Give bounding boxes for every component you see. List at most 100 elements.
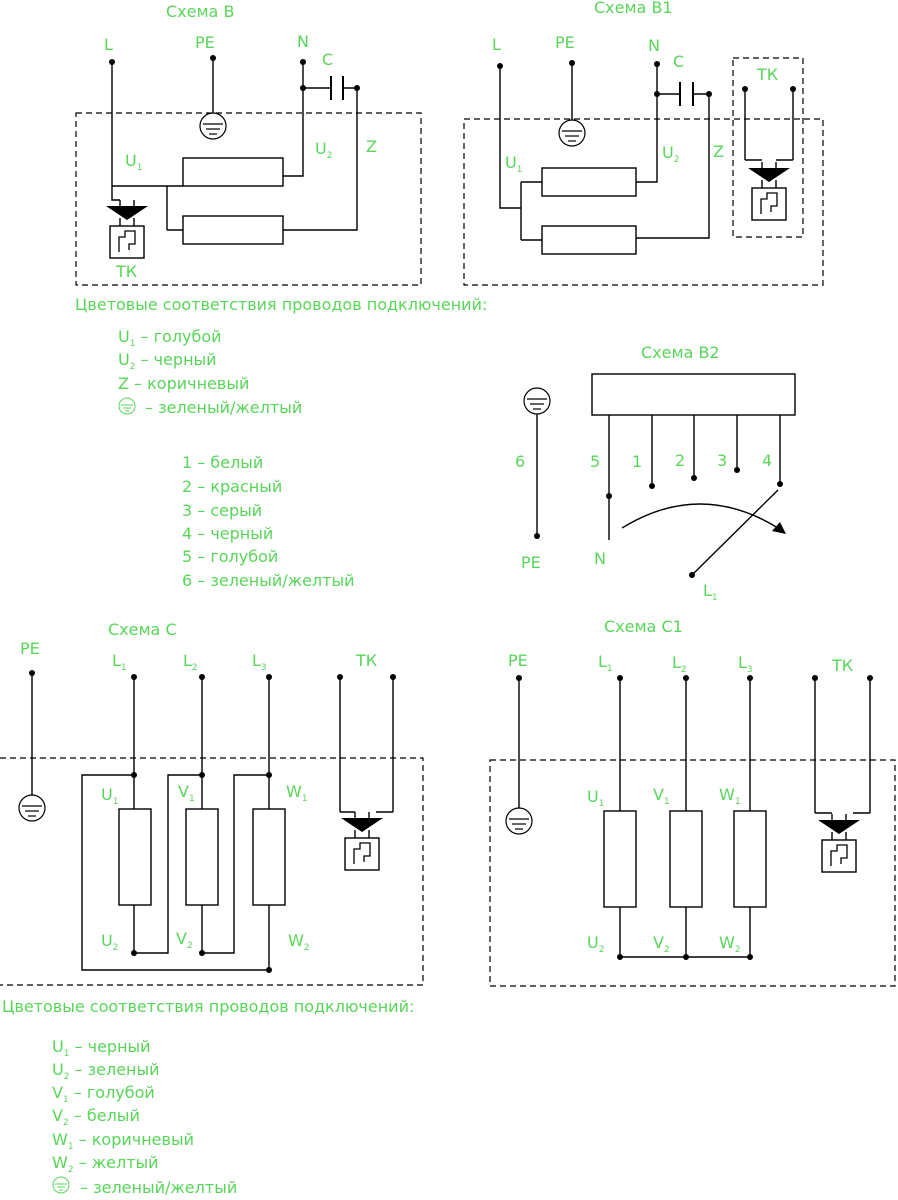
ground-icon	[558, 119, 586, 147]
label-z: Z	[366, 137, 377, 156]
enclosure-frame	[463, 118, 824, 286]
winding-w	[252, 808, 286, 906]
label-u1: U1	[505, 153, 522, 175]
label-w1: W1	[719, 785, 741, 807]
scheme-c-title: Схема С	[108, 620, 177, 639]
winding-bottom	[182, 215, 284, 245]
winding-top	[541, 167, 637, 197]
scheme-c1: Схема С1 PE L1 L2 L3 ТК U1 V1 W1 U2 V2 W…	[489, 617, 896, 987]
label-v2: V2	[176, 929, 193, 951]
wire-number: 6	[515, 452, 525, 471]
scheme-c: Схема С PE L1 L2 L3 ТК U1 V1 W1 U2 V2 W2	[0, 620, 424, 986]
legend-ground: – зеленый/желтый	[80, 1178, 237, 1197]
label-u2: U2	[662, 143, 679, 165]
winding-bottom	[541, 225, 637, 255]
label-n: N	[594, 549, 606, 568]
list-item: 3 – серый	[182, 501, 262, 520]
label-l1: L1	[598, 652, 613, 674]
label-pe: PE	[20, 639, 40, 658]
rotation-arrow-icon	[772, 522, 786, 534]
wire-number: 2	[675, 451, 685, 470]
thermal-contact-icon	[340, 811, 384, 871]
label-w2: W2	[719, 933, 741, 955]
tk-frame	[732, 57, 804, 238]
label-l: L	[104, 35, 113, 54]
enclosure-frame	[75, 112, 422, 286]
legend-w2: W2 – желтый	[52, 1153, 159, 1175]
label-l1: L1	[703, 581, 718, 603]
label-v1: V1	[178, 782, 195, 804]
list-item: 1 – белый	[182, 453, 263, 472]
legend-v1: V1 – голубой	[52, 1083, 155, 1105]
label-pe: PE	[195, 33, 215, 52]
wire-number: 4	[762, 451, 772, 470]
legend-title: Цветовые соответствия проводов подключен…	[75, 295, 487, 314]
legend-v2: V2 – белый	[52, 1106, 140, 1128]
wire-number: 3	[717, 451, 727, 470]
enclosure-frame	[489, 759, 896, 987]
scheme-b-title: Схема В	[166, 2, 234, 21]
list-item: 5 – голубой	[182, 547, 278, 566]
label-pe: PE	[521, 553, 541, 572]
label-l2: L2	[672, 653, 687, 675]
thermal-contact-icon	[817, 813, 861, 873]
thermal-contact-icon	[105, 199, 149, 259]
winding-w	[733, 810, 767, 908]
legend-c: Цветовые соответствия проводов подключен…	[2, 997, 414, 1197]
winding-v	[185, 808, 219, 906]
legend-u1: U1 – голубой	[118, 327, 222, 349]
legend-b: Цветовые соответствия проводов подключен…	[75, 295, 487, 417]
label-w2: W2	[288, 931, 310, 953]
scheme-b2: Схема В2 6 PE 5 1 2 3 4 N L1	[515, 343, 796, 603]
label-tk: ТК	[115, 262, 138, 281]
label-l: L	[492, 35, 501, 54]
label-u2: U2	[101, 931, 118, 953]
legend-z: Z – коричневый	[118, 374, 249, 393]
scheme-b1-title: Схема В1	[594, 0, 673, 17]
wire-number: 1	[632, 452, 642, 471]
label-pe: PE	[555, 33, 575, 52]
ground-icon	[118, 397, 136, 415]
label-z: Z	[713, 142, 724, 161]
scheme-b2-title: Схема В2	[641, 343, 720, 362]
label-c: C	[673, 52, 684, 71]
ground-icon	[18, 794, 46, 822]
enclosure-frame	[0, 757, 424, 986]
legend-u2: U2 – черный	[118, 350, 217, 372]
legend-u2: U2 – зеленый	[52, 1060, 160, 1082]
list-item: 4 – черный	[182, 524, 273, 543]
numbered-wire-list: 1 – белый 2 – красный 3 – серый 4 – черн…	[182, 453, 355, 590]
label-l3: L3	[252, 651, 267, 673]
winding-v	[669, 810, 703, 908]
legend-title: Цветовые соответствия проводов подключен…	[2, 997, 414, 1016]
legend-ground: – зеленый/желтый	[145, 398, 302, 417]
scheme-b: Схема В L PE N C Z U1 U2 ТК	[75, 2, 422, 286]
label-v1: V1	[653, 785, 670, 807]
scheme-c1-title: Схема С1	[604, 617, 683, 636]
ground-icon	[505, 807, 533, 835]
label-tk: ТК	[831, 656, 854, 675]
label-c: C	[322, 50, 333, 69]
label-n: N	[297, 32, 309, 51]
ground-icon	[199, 112, 227, 140]
list-item: 6 – зеленый/желтый	[182, 571, 355, 590]
label-u2: U2	[587, 933, 604, 955]
label-l1: L1	[112, 651, 127, 673]
label-v2: V2	[653, 933, 670, 955]
label-n: N	[648, 36, 660, 55]
label-u1: U1	[101, 785, 118, 807]
label-w1: W1	[286, 782, 308, 804]
terminal-block	[591, 373, 796, 416]
scheme-b1: Схема В1 L PE N C Z ТК U1 U2	[463, 0, 824, 286]
label-tk: ТК	[756, 65, 779, 84]
label-pe: PE	[508, 651, 528, 670]
ground-icon	[52, 1176, 70, 1194]
legend-u1: U1 – черный	[52, 1037, 151, 1059]
wire-number: 5	[590, 452, 600, 471]
thermal-contact-icon	[747, 161, 791, 221]
label-u1: U1	[125, 151, 142, 173]
label-l3: L3	[738, 653, 753, 675]
winding-u	[603, 810, 637, 908]
label-tk: ТК	[355, 651, 378, 670]
